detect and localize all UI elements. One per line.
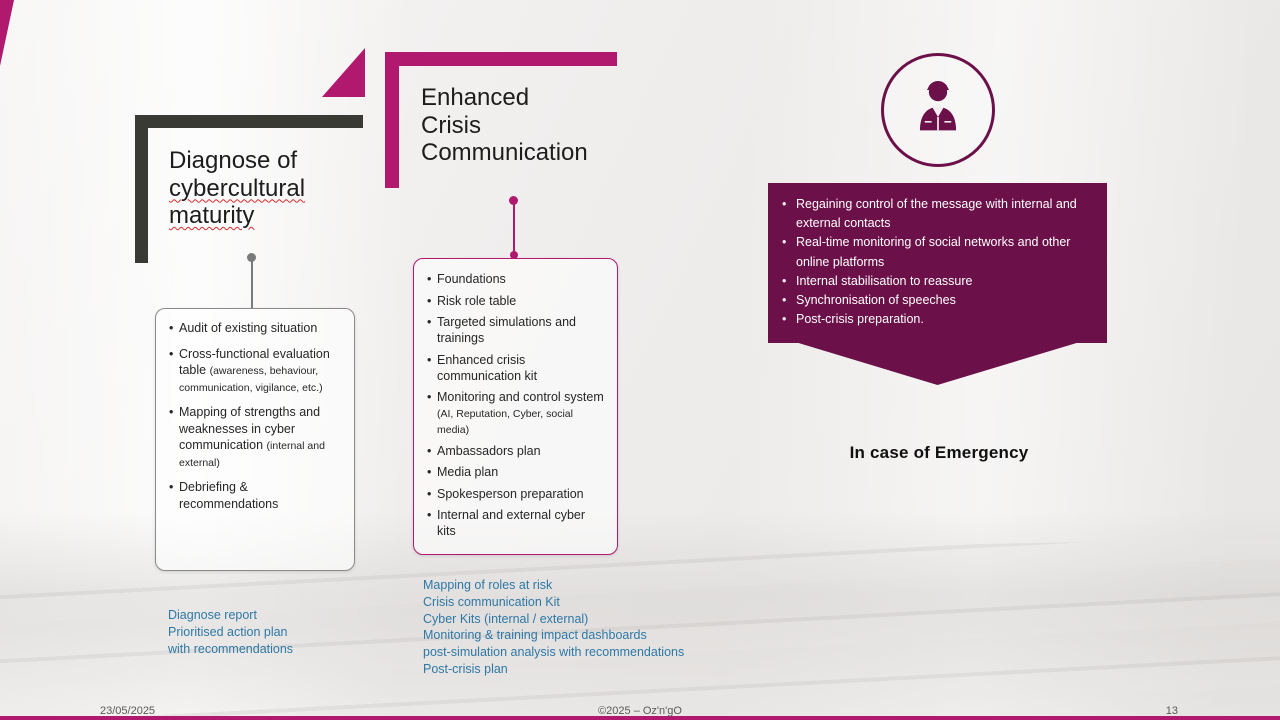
footer-copyright: ©2025 – Oz'n'gO [598,705,682,717]
item-note: (internal and external) [179,440,325,469]
list-item: Mapping of strengths and weaknesses in c… [169,404,343,470]
item-text: Enhanced crisis communication kit [437,352,538,383]
diagnose-title-line: Diagnose of [169,147,298,174]
item-text: Internal and external cyber kits [437,508,586,538]
deliverable-line: Cyber Kits (internal / external) [423,611,589,626]
list-item: Post-crisis preparation. [782,310,1093,329]
item-note: (AI, Reputation, Cyber, social media) [437,408,573,436]
list-item: Internal stabilisation to reassure [782,272,1093,291]
item-text: Ambassadors plan [437,443,541,458]
safety-vest-person-icon [904,74,972,147]
ecc-title-frame [385,52,617,188]
item-text: Audit of existing situation [179,321,318,335]
connector-dot [509,196,518,205]
item-text: Cross-functional evaluation table [179,346,330,378]
list-item: Foundations [427,271,606,287]
list-item: Audit of existing situation [169,320,343,337]
connector-dot [510,251,518,259]
item-text: Debriefing & recommendations [179,480,279,511]
diagnose-corner-triangle [322,48,365,97]
list-item: Cross-functional evaluation table (aware… [169,346,343,396]
list-item: Debriefing & recommendations [169,479,343,512]
ecc-title-line: Enhanced [421,84,530,111]
ecc-title-line: Communication [421,139,588,166]
ecc-title-line: Crisis [421,111,481,139]
item-text: Mapping of strengths and weaknesses in c… [179,405,321,452]
emergency-icon-circle [881,53,995,167]
emergency-banner: Regaining control of the message with in… [768,183,1107,343]
deliverable-line: Monitoring & training impact dashboards [423,628,647,643]
list-item: Targeted simulations and trainings [427,314,606,346]
list-item: Enhanced crisis communication kit [427,352,606,384]
deliverable-line: Mapping of roles at risk [423,578,553,592]
diagnose-title-line: cybercultural [169,174,306,202]
emergency-items-list: Regaining control of the message with in… [782,195,1093,330]
list-item: Media plan [427,464,606,480]
list-item: Monitoring and control system (AI, Reput… [427,389,606,437]
ecc-callout-box: Foundations Risk role table Targeted sim… [413,258,618,555]
list-item: Risk role table [427,293,606,309]
diagnose-title-frame [135,115,363,263]
connector-line [251,260,253,308]
item-text: Media plan [437,465,499,479]
list-item: Real-time monitoring of social networks … [782,233,1093,271]
footer-page-number: 13 [1165,705,1178,717]
connector-dot [247,253,256,262]
item-text: Targeted simulations and trainings [437,315,576,345]
list-item: Internal and external cyber kits [427,507,606,539]
connector-line [513,203,515,255]
list-item: Spokesperson preparation [427,486,606,502]
emergency-banner-arrow [798,343,1077,385]
diagnose-deliverables: Diagnose report Prioritised action plan … [168,607,293,657]
diagnose-callout-box: Audit of existing situation Cross-functi… [155,308,355,571]
diagnose-title-line: maturity [169,202,255,229]
ecc-deliverables: Mapping of roles at risk Crisis communic… [423,577,684,678]
deliverable-line: Diagnose report [168,608,257,622]
emergency-caption: In case of Emergency [849,443,1029,462]
diagnose-title: Diagnose of cybercultural maturity [169,147,369,230]
deliverable-line: Post-crisis plan [423,661,508,676]
item-text: Risk role table [437,293,517,308]
footer-date: 23/05/2025 [100,705,156,717]
ecc-items-list: Foundations Risk role table Targeted sim… [427,271,606,539]
list-item: Ambassadors plan [427,443,606,459]
item-text: Spokesperson preparation [437,486,584,501]
item-text: Monitoring and control system [437,390,604,404]
deliverable-line: post-simulation analysis with recommenda… [423,645,685,660]
item-note: (awareness, behaviour, communication, vi… [179,365,323,394]
deliverable-line: with recommendations [168,641,294,656]
top-left-accent-triangle [0,0,14,66]
list-item: Synchronisation of speeches [782,291,1093,310]
ecc-title: Enhanced Crisis Communication [421,84,641,167]
bottom-accent-strip [0,716,1280,720]
item-text: Foundations [437,272,506,286]
deliverable-line: Crisis communication Kit [423,594,560,609]
diagnose-items-list: Audit of existing situation Cross-functi… [169,320,343,512]
list-item: Regaining control of the message with in… [782,195,1093,233]
deliverable-line: Prioritised action plan [168,624,288,639]
